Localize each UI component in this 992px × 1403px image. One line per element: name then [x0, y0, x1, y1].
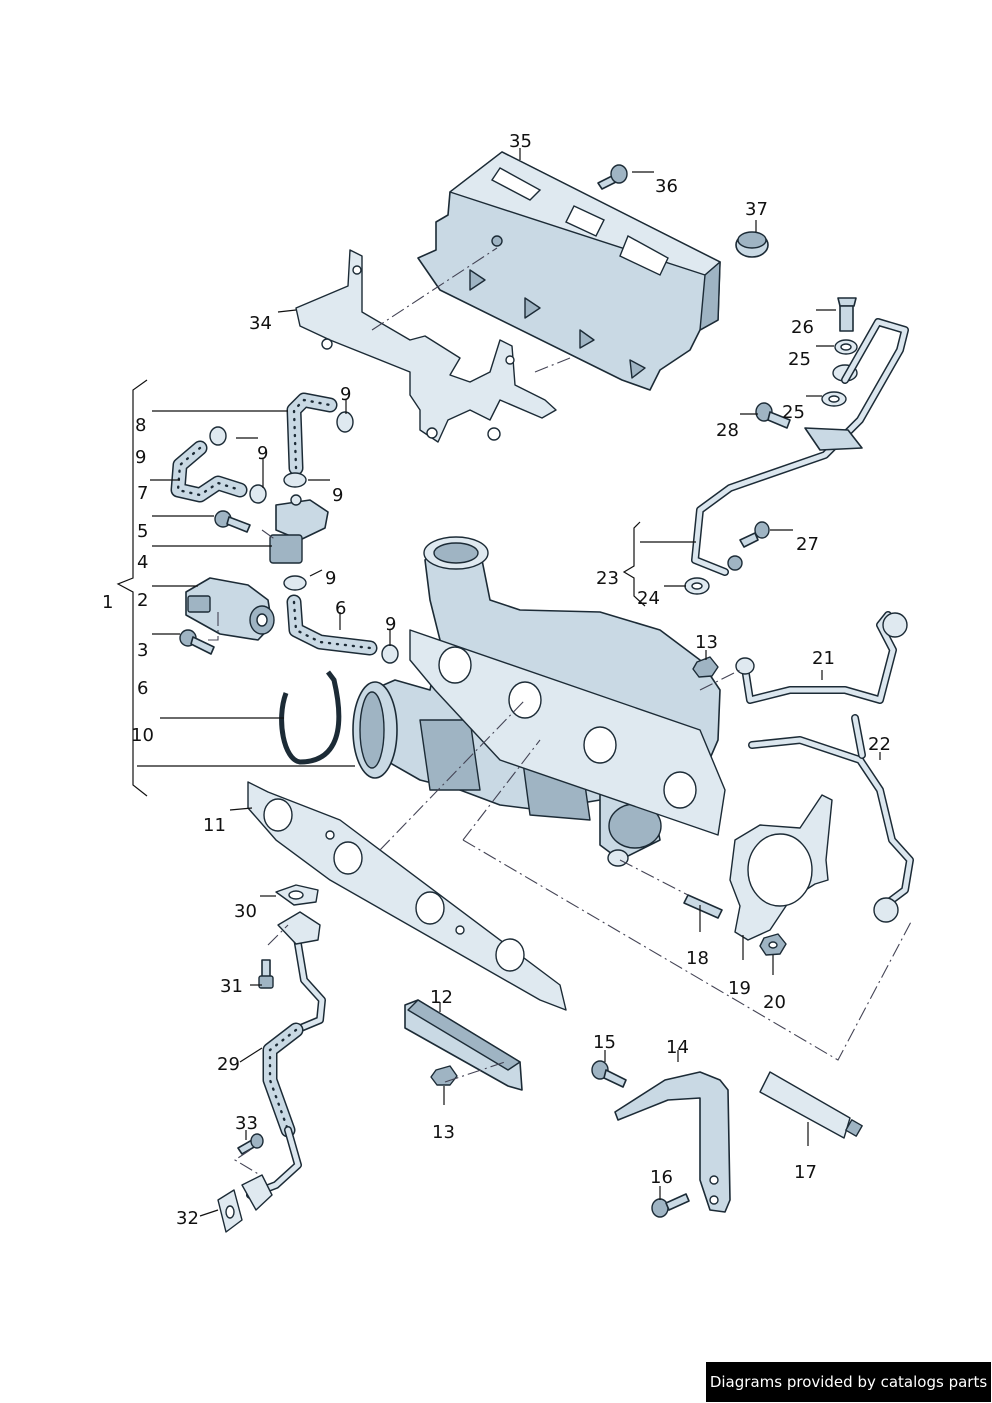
callout-9-b: 9 [340, 384, 351, 405]
callout-13-b: 13 [695, 632, 718, 653]
callout-13-a: 13 [432, 1122, 455, 1143]
heat-shield-bracket [295, 249, 557, 443]
callout-21: 21 [812, 648, 835, 669]
assembly-lines [204, 247, 913, 1176]
callout-6: 6 [137, 678, 148, 699]
callout-2: 2 [137, 590, 148, 611]
callout-26: 26 [791, 317, 814, 338]
callout-31: 31 [220, 976, 243, 997]
oil-feed-pipe [684, 318, 909, 595]
callout-12: 12 [430, 987, 453, 1008]
callout-11: 11 [203, 815, 226, 836]
nut-20 [759, 933, 787, 956]
footer-credit: Diagrams provided by catalogs parts [706, 1362, 991, 1402]
bolt-33 [237, 1133, 264, 1155]
pressure-converter-valve [269, 494, 329, 564]
callout-29: 29 [217, 1054, 240, 1075]
callout-33: 33 [235, 1113, 258, 1134]
support-bracket [614, 1071, 731, 1213]
callout-1: 1 [102, 592, 113, 613]
callout-7: 7 [137, 483, 148, 504]
callout-6-b: 6 [335, 598, 346, 619]
callout-8: 8 [135, 415, 146, 436]
callout-9-f: 9 [385, 614, 396, 635]
callout-36: 36 [655, 176, 678, 197]
heat-shield [417, 151, 721, 391]
coolant-pipe-22 [748, 714, 914, 923]
callout-labels: 1 2 3 4 5 6 7 8 9 9 9 9 9 6 9 10 11 12 1… [102, 131, 891, 1229]
callout-9-e: 9 [325, 568, 336, 589]
callout-18: 18 [686, 948, 709, 969]
callout-32: 32 [176, 1208, 199, 1229]
stud-18 [683, 894, 723, 919]
callout-25-a: 25 [788, 349, 811, 370]
callout-15: 15 [593, 1032, 616, 1053]
bolt-36 [597, 164, 628, 190]
hose-clamps [209, 411, 399, 664]
callout-19: 19 [728, 978, 751, 999]
turbocharger [352, 536, 726, 867]
bolt-28 [755, 402, 791, 429]
recirculation-valve [185, 577, 275, 641]
hose-6 [286, 594, 378, 656]
callout-16: 16 [650, 1167, 673, 1188]
callout-10: 10 [131, 725, 154, 746]
callout-24: 24 [637, 588, 660, 609]
exhaust-manifold-gasket [247, 781, 567, 1011]
coolant-pipe-21 [735, 611, 908, 704]
bolt-16 [651, 1193, 690, 1218]
callout-5: 5 [137, 521, 148, 542]
turbine-outlet-gasket [729, 794, 833, 941]
callout-9-c: 9 [257, 443, 268, 464]
callout-4: 4 [137, 552, 148, 573]
leader-lines [116, 148, 881, 1217]
callout-22: 22 [868, 734, 891, 755]
heat-shield-12 [404, 999, 523, 1091]
callout-25-b: 25 [782, 402, 805, 423]
callout-3: 3 [137, 640, 148, 661]
bolt-3 [179, 629, 215, 655]
sealant-tube [759, 1071, 863, 1139]
oil-return-line [217, 884, 326, 1233]
hose-7 [170, 440, 248, 503]
callout-9-d: 9 [332, 485, 343, 506]
callout-23: 23 [596, 568, 619, 589]
callout-30: 30 [234, 901, 257, 922]
banjo-bolt-and-washers [821, 297, 858, 407]
bolt-5 [214, 510, 251, 533]
bolt-15 [591, 1060, 627, 1088]
bolt-31 [258, 959, 274, 989]
callout-14: 14 [666, 1037, 689, 1058]
callout-28: 28 [716, 420, 739, 441]
seal-ring-10 [279, 670, 342, 765]
callout-17: 17 [794, 1162, 817, 1183]
callout-37: 37 [745, 199, 768, 220]
callout-20: 20 [763, 992, 786, 1013]
plug-37 [735, 231, 769, 258]
hose-8 [286, 392, 338, 476]
callout-27: 27 [796, 534, 819, 555]
bolt-27 [739, 521, 770, 548]
callout-35: 35 [509, 131, 532, 152]
callout-34: 34 [249, 313, 272, 334]
callout-9-a: 9 [135, 447, 146, 468]
